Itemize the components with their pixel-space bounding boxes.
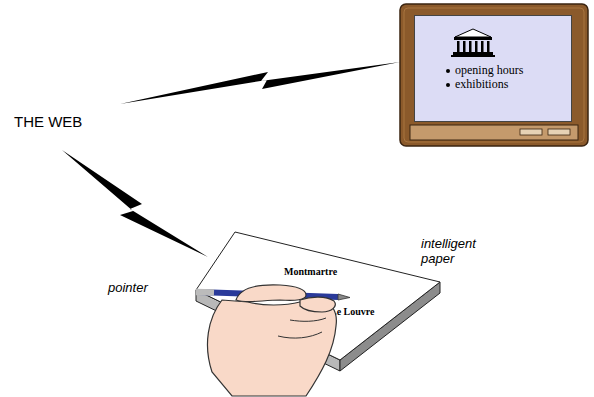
lightning-bolt xyxy=(62,150,208,257)
callout-label: pointer xyxy=(108,281,168,296)
hand-thumb xyxy=(236,285,306,302)
bullet-dot xyxy=(446,83,450,87)
bullet-item: opening hours xyxy=(455,63,523,78)
bullet-dot xyxy=(446,69,450,73)
intelligent-paper: Montmartre Le Louvre xyxy=(190,228,446,374)
tv-bevel xyxy=(404,8,584,142)
tv-panel xyxy=(410,125,578,140)
place-name: Montmartre xyxy=(284,266,337,277)
tv-cabinet xyxy=(400,4,588,146)
tv-button xyxy=(520,129,542,135)
television-set xyxy=(400,4,588,146)
hand-crease xyxy=(278,332,322,338)
tv-screen: opening hoursexhibitions xyxy=(414,15,572,122)
paper-outline xyxy=(190,228,446,374)
network-label: THE WEB xyxy=(14,113,104,130)
hand-finger xyxy=(300,297,335,312)
hand-crease xyxy=(290,318,326,321)
tv-button xyxy=(548,129,570,135)
hand-palm xyxy=(207,300,336,396)
lightning-bolt xyxy=(120,62,400,104)
bullet-item: exhibitions xyxy=(455,77,508,92)
pen-cap xyxy=(196,289,214,296)
paper-top xyxy=(196,232,440,360)
pen-tip xyxy=(338,294,350,300)
place-name: Le Louvre xyxy=(330,306,375,317)
pen-body xyxy=(198,292,338,297)
museum-icon xyxy=(451,28,495,58)
callout-label: intelligent paper xyxy=(421,237,491,267)
